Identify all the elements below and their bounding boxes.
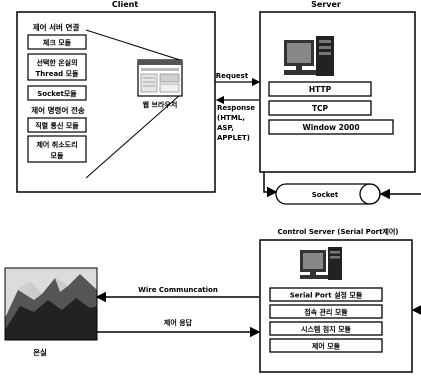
control-reply-label: 제어 응답 <box>164 318 193 327</box>
client-group2-title: 제어 명령어 전송 <box>31 105 85 115</box>
server-layer-http-label: HTTP <box>309 85 332 94</box>
server-layer-os-label: Window 2000 <box>302 123 359 132</box>
socket-connector-left <box>264 172 276 192</box>
control-module-serial-port-label: Serial Port 설정 모듈 <box>290 291 363 300</box>
client-module-thread-label1: 선택한 온실의 <box>36 58 77 67</box>
control-server-title: Control Server (Serial Port제어) <box>277 227 398 236</box>
web-browser-label: 웹 브라우저 <box>143 100 178 109</box>
control-module-system-check-label: 시스템 점지 모듈 <box>301 325 352 334</box>
response-label-3: ASP, <box>217 124 234 132</box>
client-module-thread-label2: Thread 모듈 <box>35 69 79 78</box>
client-module-cancel-label1: 제어 취소도리 <box>36 140 77 149</box>
response-label-2: (HTML, <box>217 114 245 122</box>
control-module-connection-label: 접속 관리 모듈 <box>304 308 348 317</box>
client-perspective-line-top <box>86 30 180 60</box>
client-module-check-label: 체크 모듈 <box>43 38 72 47</box>
socket-label: Socket <box>312 191 339 199</box>
server-title: Server <box>311 0 341 9</box>
client-group1-title: 제어 서버 연결 <box>33 22 80 32</box>
server-layer-tcp-label: TCP <box>312 104 329 113</box>
client-module-cancel-label2: 모듈 <box>51 151 64 160</box>
request-label: Request <box>216 72 249 80</box>
response-label-4: APPLET) <box>217 134 250 142</box>
control-server-computer-icon <box>300 247 342 280</box>
control-module-control-label: 제어 모듈 <box>312 342 341 351</box>
client-module-socket-label: Socket모듈 <box>37 89 77 98</box>
web-browser-icon <box>138 60 182 96</box>
client-title: Client <box>112 0 138 9</box>
greenhouse-image <box>5 268 97 340</box>
wire-communication-label: Wire Communcation <box>138 286 218 294</box>
greenhouse-label: 온실 <box>33 347 47 357</box>
client-module-serial-label: 직렬 통신 모듈 <box>35 121 79 130</box>
server-computer-icon <box>284 36 334 76</box>
response-label-1: Response <box>217 104 255 112</box>
